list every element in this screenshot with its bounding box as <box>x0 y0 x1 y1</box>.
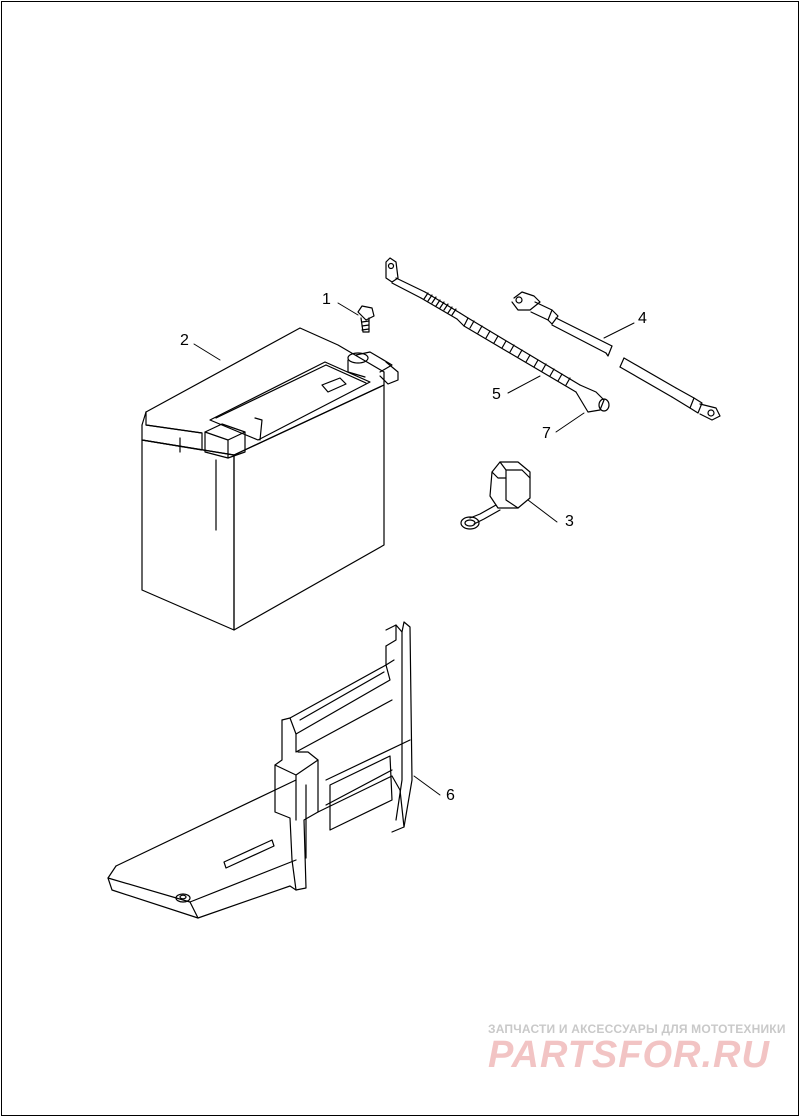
positive-cable-illustration <box>385 257 610 413</box>
ground-cable-illustration <box>511 291 721 421</box>
callout-1: 1 <box>322 291 331 308</box>
callout-5: 5 <box>492 386 501 403</box>
callout-2: 2 <box>180 332 189 349</box>
leader-lines <box>193 302 635 796</box>
callout-6: 6 <box>446 787 455 804</box>
callout-7: 7 <box>542 425 551 442</box>
terminal-cover-illustration <box>460 461 531 530</box>
screw-illustration <box>357 305 375 333</box>
battery-tray-illustration <box>107 621 413 919</box>
callout-3: 3 <box>565 513 574 530</box>
watermark-brand: PARTSFOR.RU <box>488 1034 770 1076</box>
callout-4: 4 <box>638 310 647 327</box>
battery-illustration <box>141 327 399 631</box>
watermark-tagline: ЗАПЧАСТИ И АКСЕССУАРЫ ДЛЯ МОТОТЕХНИКИ <box>488 1022 786 1036</box>
